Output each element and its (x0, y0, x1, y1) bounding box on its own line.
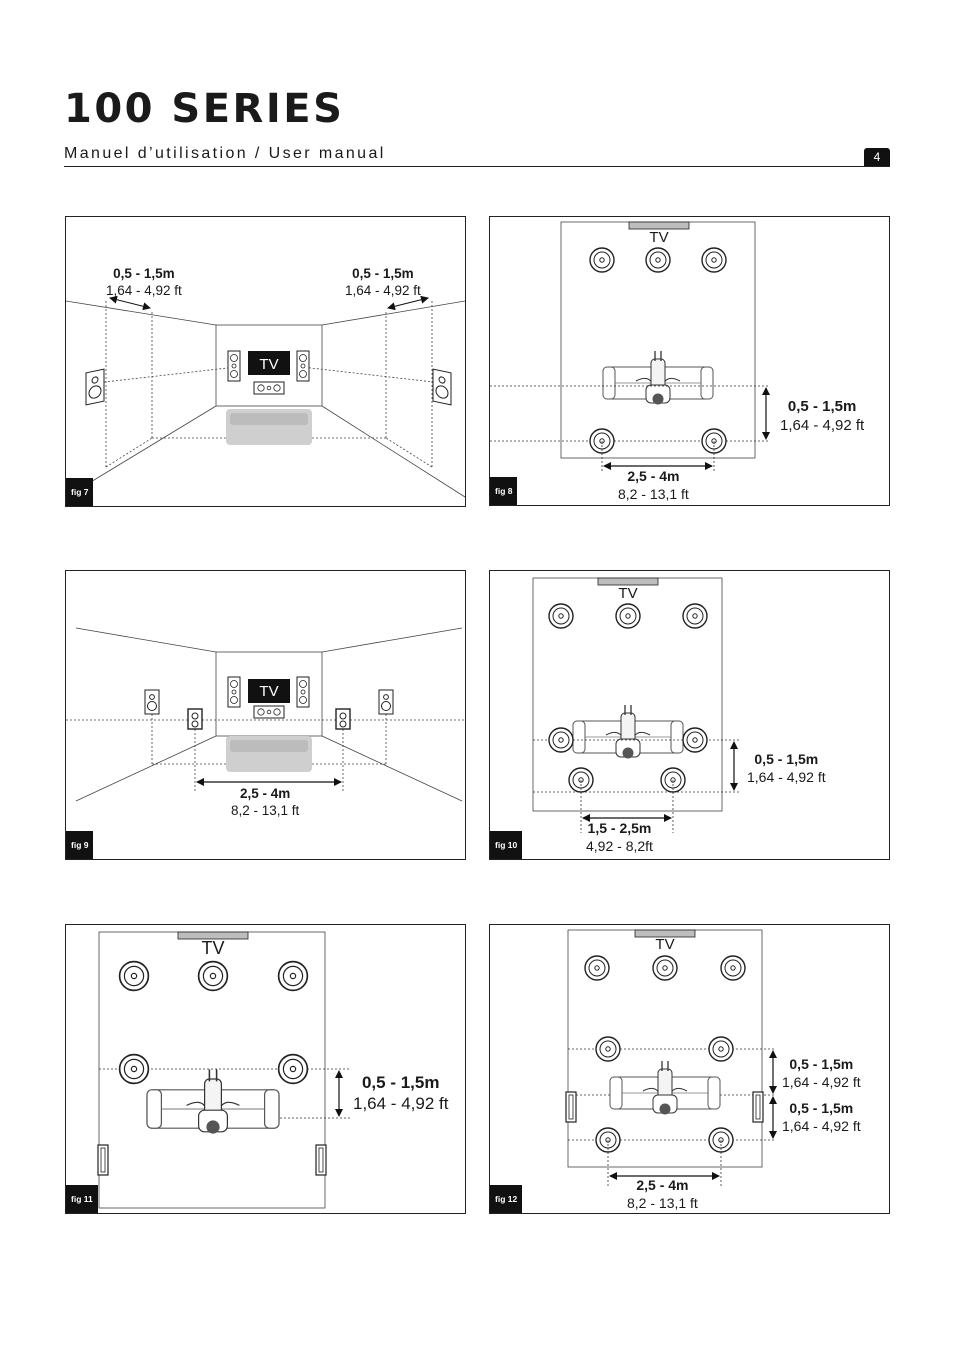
page-number-badge: 4 (864, 148, 890, 166)
tv-label: TV (259, 683, 279, 700)
header-rule (64, 166, 890, 167)
tv-label: TV (201, 938, 225, 958)
room-plan-fig8 (490, 221, 770, 473)
room-diagram-fig9 (66, 627, 465, 802)
page-title: 100 SERIES (64, 86, 345, 132)
figure-label: fig 9 (66, 831, 94, 859)
figure-label: fig 11 (66, 1185, 98, 1213)
room-plan-fig12 (565, 929, 777, 1187)
page-subtitle: Manuel d’utilisation / User manual (64, 145, 386, 162)
tv-label: TV (618, 585, 638, 602)
tv-label: TV (259, 356, 279, 373)
tv-label: TV (655, 936, 675, 953)
room-plan-fig10 (532, 577, 740, 833)
figure-label: fig 8 (490, 477, 518, 505)
figure-label: fig 7 (66, 478, 94, 506)
tv-label: TV (649, 229, 669, 246)
figure-label: fig 12 (490, 1185, 523, 1213)
room-plan-fig11 (97, 931, 351, 1209)
figure-label: fig 10 (490, 831, 523, 859)
room-diagram-fig7 (66, 295, 465, 498)
